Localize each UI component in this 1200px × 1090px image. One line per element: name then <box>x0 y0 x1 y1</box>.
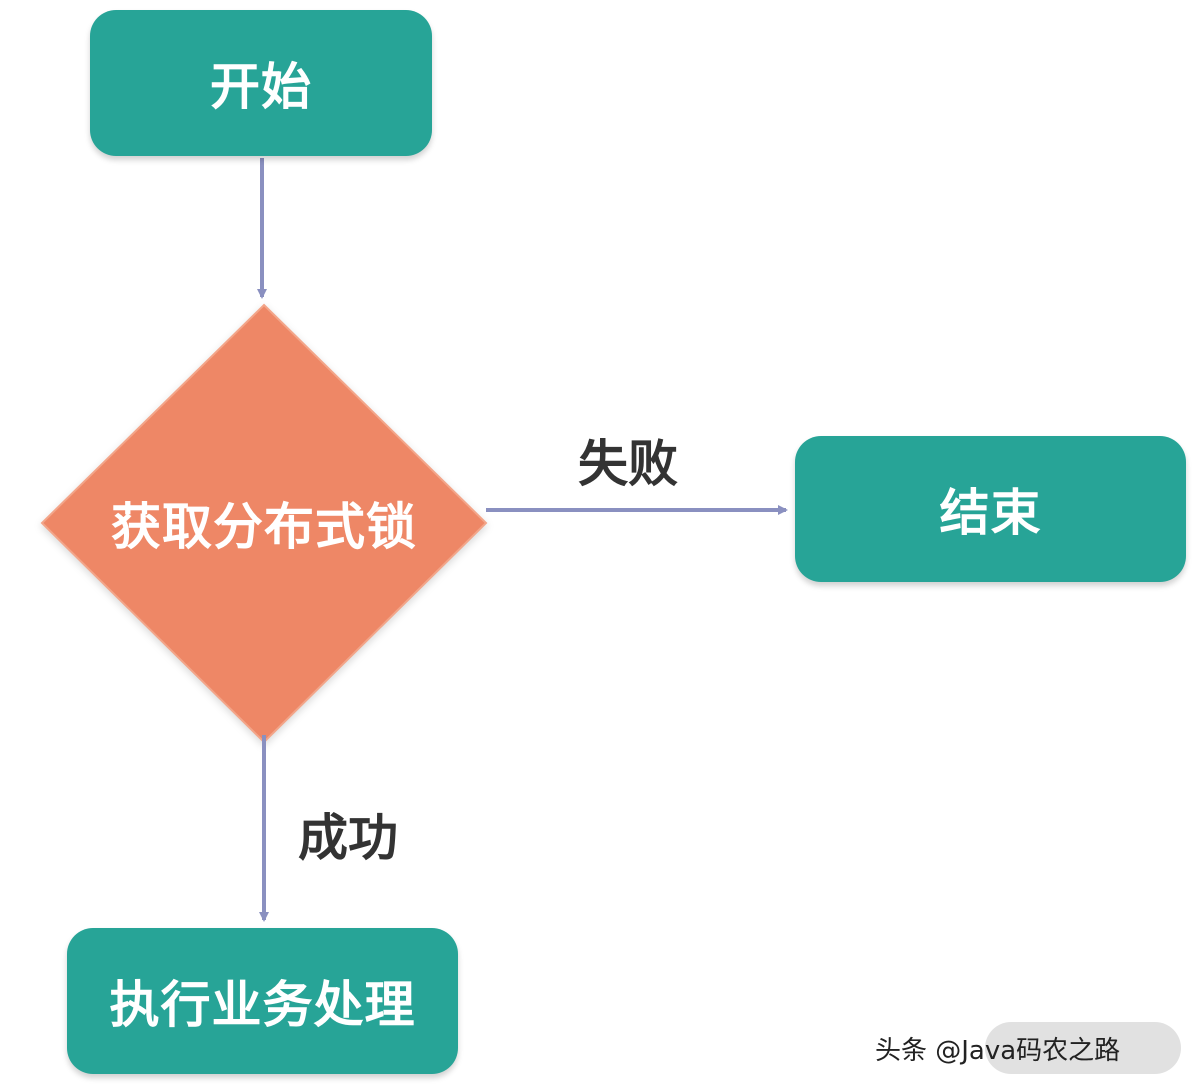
fail-edge-label: 失败 <box>578 435 678 493</box>
watermark: 头条 @Java码农之路 <box>875 1020 1181 1076</box>
execute-node: 执行业务处理 <box>67 928 458 1074</box>
end-node-label: 结束 <box>939 484 1042 542</box>
success-edge-label: 成功 <box>298 809 398 867</box>
start-node: 开始 <box>90 10 432 156</box>
start-node-label: 开始 <box>210 58 312 116</box>
decision-node-label-wrap: 获取分布式锁 <box>42 480 486 566</box>
decision-node-label: 获取分布式锁 <box>111 498 417 556</box>
watermark-text: 头条 @Java码农之路 <box>875 1035 1121 1066</box>
end-node: 结束 <box>795 436 1186 582</box>
execute-node-label: 执行业务处理 <box>109 976 416 1034</box>
watermark-pill <box>985 1022 1181 1074</box>
